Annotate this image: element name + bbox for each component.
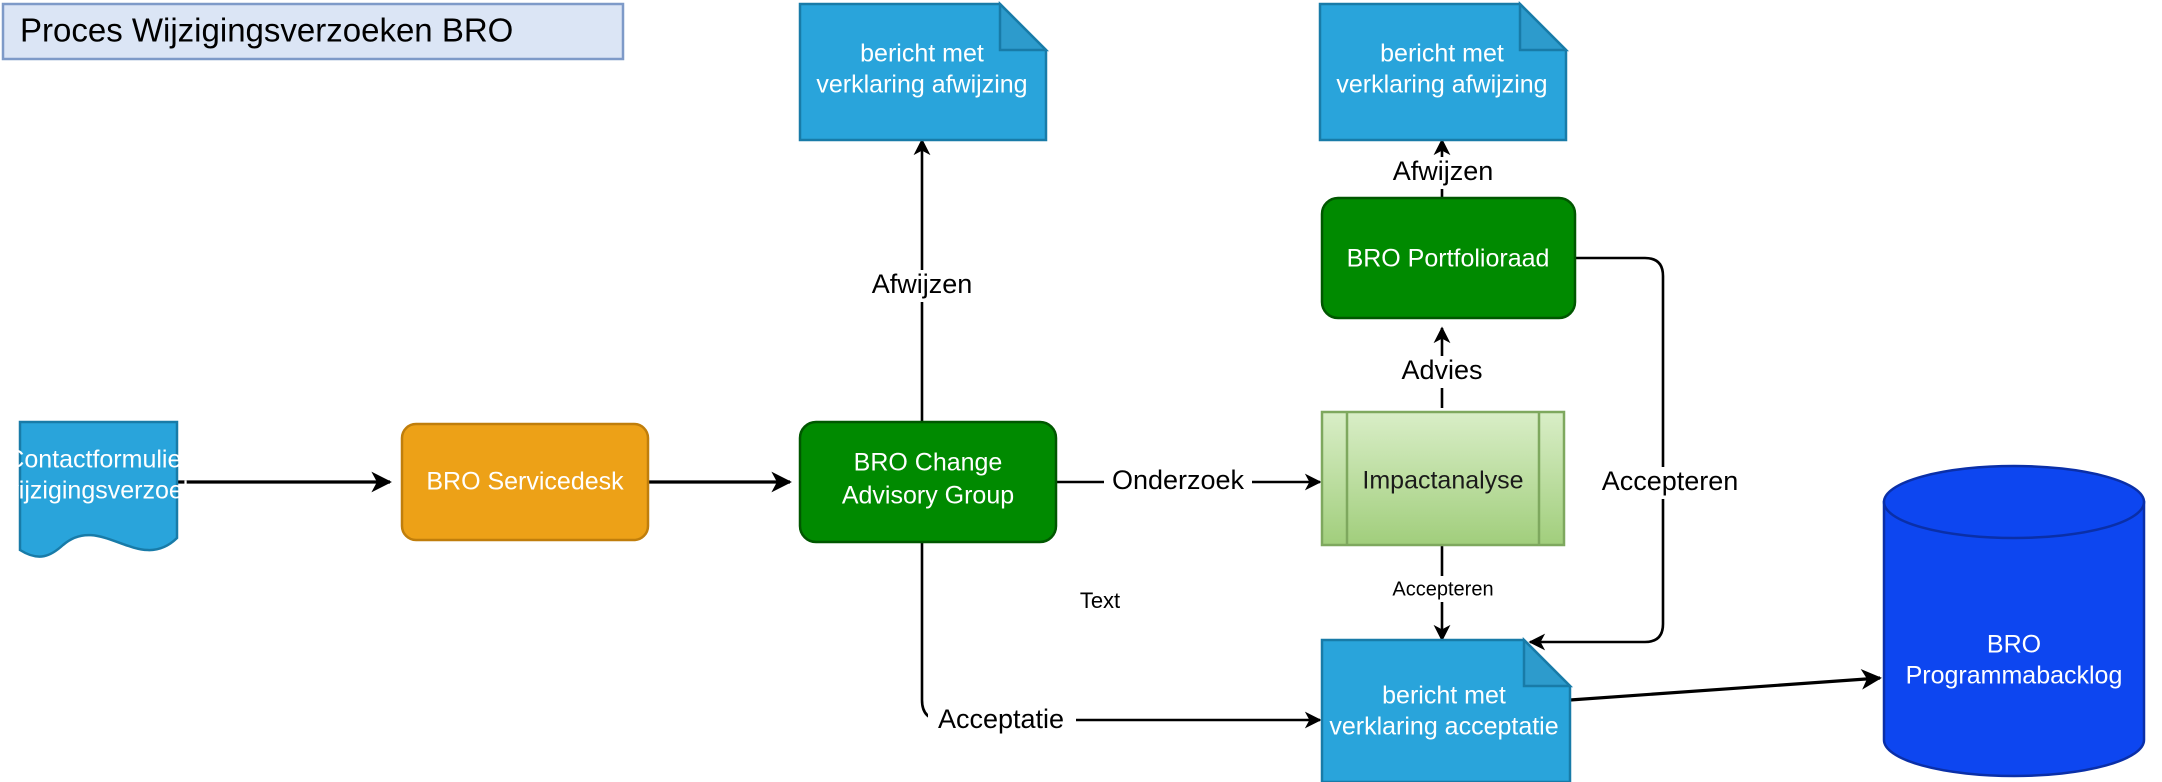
afwijzing-note-2-line1: bericht met xyxy=(1380,40,1504,68)
impactanalyse-label: Impactanalyse xyxy=(1362,467,1523,495)
accepteren-portfolioraad-text: Accepteren xyxy=(1602,466,1739,496)
edge-label-onderzoek: Onderzoek xyxy=(1104,465,1252,498)
afwijzen-portfolioraad-text: Afwijzen xyxy=(1393,156,1494,186)
edge-label-acceptatie: Acceptatie xyxy=(928,704,1076,737)
servicedesk-label: BRO Servicedesk xyxy=(426,468,624,496)
onderzoek-text: Onderzoek xyxy=(1112,465,1245,495)
edge-label-accepteren-impact: Accepteren xyxy=(1378,576,1508,602)
node-bericht-verklaring-afwijzing-portfolioraad[interactable]: bericht met verklaring afwijzing xyxy=(1318,0,1570,142)
node-bro-servicedesk[interactable]: BRO Servicedesk xyxy=(400,422,650,542)
portfolioraad-label: BRO Portfolioraad xyxy=(1347,245,1550,273)
node-contactformulier-wijzigingsverzoek[interactable]: Contactformulier wijzigingsverzoek xyxy=(0,420,196,558)
edge-label-accepteren-portfolioraad: Accepteren xyxy=(1594,466,1746,499)
node-bro-programmabacklog[interactable]: BRO Programmabacklog xyxy=(1882,464,2146,778)
node-impactanalyse[interactable]: Impactanalyse xyxy=(1320,410,1566,547)
node-bro-change-advisory-group[interactable]: BRO Change Advisory Group xyxy=(798,420,1058,544)
edge-portfolioraad-to-acceptatie-note xyxy=(1528,256,1665,651)
programmabacklog-label-line2: Programmabacklog xyxy=(1906,662,2123,690)
cag-label-line1: BRO Change xyxy=(854,449,1003,477)
edge-cag-to-acceptatie-note xyxy=(920,542,1322,729)
accepteren-impact-text: Accepteren xyxy=(1392,578,1493,600)
diagram-title-box: Proces Wijzigingsverzoeken BRO xyxy=(1,2,625,61)
programmabacklog-label-line1: BRO xyxy=(1987,631,2041,659)
free-text-label[interactable]: Text xyxy=(1080,588,1120,613)
cag-label-line2: Advisory Group xyxy=(842,482,1014,510)
node-bericht-verklaring-afwijzing-cag[interactable]: bericht met verklaring afwijzing xyxy=(798,0,1050,142)
advies-text: Advies xyxy=(1401,355,1482,385)
acceptatie-note-line2: verklaring acceptatie xyxy=(1329,713,1558,741)
afwijzen-cag-text: Afwijzen xyxy=(872,269,973,299)
contactformulier-label-line1: Contactformulier xyxy=(6,446,189,474)
acceptatie-note-line1: bericht met xyxy=(1382,682,1506,710)
page-title: Proces Wijzigingsverzoeken BRO xyxy=(20,12,513,49)
acceptatie-text: Acceptatie xyxy=(938,704,1064,734)
node-bro-portfolioraad[interactable]: BRO Portfolioraad xyxy=(1320,196,1577,320)
edge-label-afwijzen-cag: Afwijzen xyxy=(857,269,989,302)
afwijzing-note-1-line2: verklaring afwijzing xyxy=(816,71,1027,99)
edge-label-afwijzen-portfolioraad: Afwijzen xyxy=(1377,156,1509,189)
edge-label-advies: Advies xyxy=(1390,355,1495,388)
afwijzing-note-2-line2: verklaring afwijzing xyxy=(1336,71,1547,99)
node-bericht-verklaring-acceptatie[interactable]: bericht met verklaring acceptatie xyxy=(1320,636,1574,782)
contactformulier-label-line2: wijzigingsverzoek xyxy=(0,477,196,505)
afwijzing-note-1-line1: bericht met xyxy=(860,40,984,68)
edge-acceptatie-note-to-programmabacklog xyxy=(1569,668,1882,702)
